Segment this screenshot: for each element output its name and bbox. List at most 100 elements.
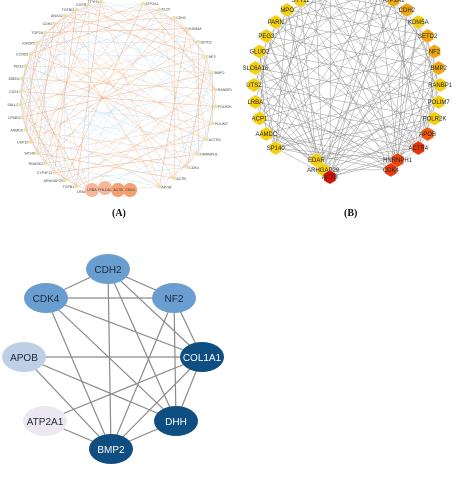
node-b-label: SLC6A16 [242,66,268,72]
panel-b: ZBED1MPRIPC1GALT1C1A1CFSYT11ATP2A1MPOCDH… [237,0,474,220]
node-a [196,40,200,44]
node-b-label: GLUD2 [250,49,271,55]
node-b-aamdc: AAMDC [256,127,278,141]
node-label-a: CYP4F12 [37,171,53,175]
edge-a [198,42,215,90]
node-b-label: SETD2 [418,34,438,40]
node-label-a: PHLDA2 [98,188,112,192]
node-a [214,88,218,92]
edge-a [76,9,215,106]
node-label-a: CDK4 [125,188,134,192]
node-a [29,140,33,144]
node-label-a: ACTB [176,177,186,181]
node-label-a: RNASE2 [29,162,43,166]
node-label-a: CD24 [9,90,18,94]
node-a [20,116,24,120]
node-label-a: ANXA2 [51,14,63,18]
node-label-a: EGFR [76,3,86,7]
node-label-a: ZBED1 [8,77,20,81]
node-b-bmp2: BMP2 [431,61,448,75]
node-a [205,138,209,142]
node-label-a: IGFBP2 [22,41,35,45]
node-label-a: ATP2A1 [145,2,158,6]
node-label-a: CCND2 [16,53,28,57]
node-b-label: AAMDC [256,132,278,138]
node-b-label: NF2 [429,49,441,55]
node-c-col1a1: COL1A1 [180,342,224,372]
node-a [172,176,176,180]
node-label-a: SETD2 [200,40,212,44]
node-label-a: LRBA [87,188,97,192]
node-label-a: KDM5A [189,27,202,31]
node-a [29,52,33,56]
node-a [172,16,176,20]
node-a [74,8,78,12]
edge-b [276,68,439,148]
edge-b [266,134,397,160]
node-a [35,151,39,155]
node-label-a: TGFBI2 [62,8,75,12]
node-b-label: PARN [268,20,284,26]
node-label-a: ARHGAP29 [44,179,63,183]
edge-a [174,18,207,57]
node-c-label: DHH [165,417,187,428]
node-a [185,165,189,169]
node-b-apob: APOB [419,127,436,141]
node-c-apob: APOB [2,342,46,372]
node-c-bmp2: BMP2 [89,434,133,464]
edge-a [30,107,215,142]
edge-a [174,139,207,178]
node-label-a: A1CF [161,8,171,12]
node-b-label: UTS2 [246,83,262,89]
node-c-label: CDH2 [94,265,122,276]
node-b-label: POLIM7 [428,100,451,106]
edge-c-nf2-dhh [174,298,176,421]
node-b-peg3: PEG3 [258,29,275,43]
node-b-label: ACP1 [252,117,268,123]
node-b-mpo: MPO [280,3,294,17]
edge-b [330,0,379,177]
node-b-uts2: UTS2 [246,78,262,92]
node-label-a: BMP2 [215,71,225,75]
node-a [24,128,28,132]
node-label-a: HNRNPH1 [200,153,217,157]
node-a [142,2,146,6]
node-b-label: SP140 [267,146,286,152]
node-b-label: CDK4 [383,168,400,174]
node-label-a: CPNE4 [8,116,20,120]
node-label-a: TOP2A [31,31,43,35]
node-c-cdk4: CDK4 [24,283,68,313]
node-c-label: NF2 [165,294,184,305]
node-a [211,122,215,126]
node-b-label: PEG3 [258,34,275,40]
node-a [18,90,22,94]
node-b-label: SYT11 [291,0,310,4]
node-a [196,152,200,156]
node-label-a: CDK4 [189,166,199,170]
node-a [158,185,162,189]
node-a [43,31,47,35]
node-b-label: ACTB [322,175,338,181]
edge-b [255,22,418,68]
edge-b [330,0,331,177]
node-b-label: ACTR4 [408,146,428,152]
panel-b-label: (B) [344,208,357,219]
node-label-a: POLR2K [218,105,233,109]
node-a [63,179,67,183]
node-b-label: POLR2K [423,117,447,123]
node-label-a: NF2 [209,55,216,59]
network-a: TTYH1EGFRTGFBI2ANXA2CDH2TOP2AIGFBP2CCND2… [0,0,237,200]
edge-b [287,10,434,119]
node-b-label: CDH2 [399,8,416,14]
node-label-a: ACTB [113,188,123,192]
node-b-label: LRBA [247,100,263,106]
edge-c-apob-bmp2 [24,357,111,449]
panel-a-label: (A) [112,208,126,219]
node-label-a: SP140 [24,152,35,156]
node-b-nf2: NF2 [428,45,440,59]
node-label-a: POLIM7 [215,122,228,126]
node-b-label: APOB [419,132,436,138]
node-c-atp2a1: ATP2A1 [23,406,67,436]
node-label-a: USP10 [17,140,28,144]
node-b-ranbp1: RANBP1 [428,78,453,92]
